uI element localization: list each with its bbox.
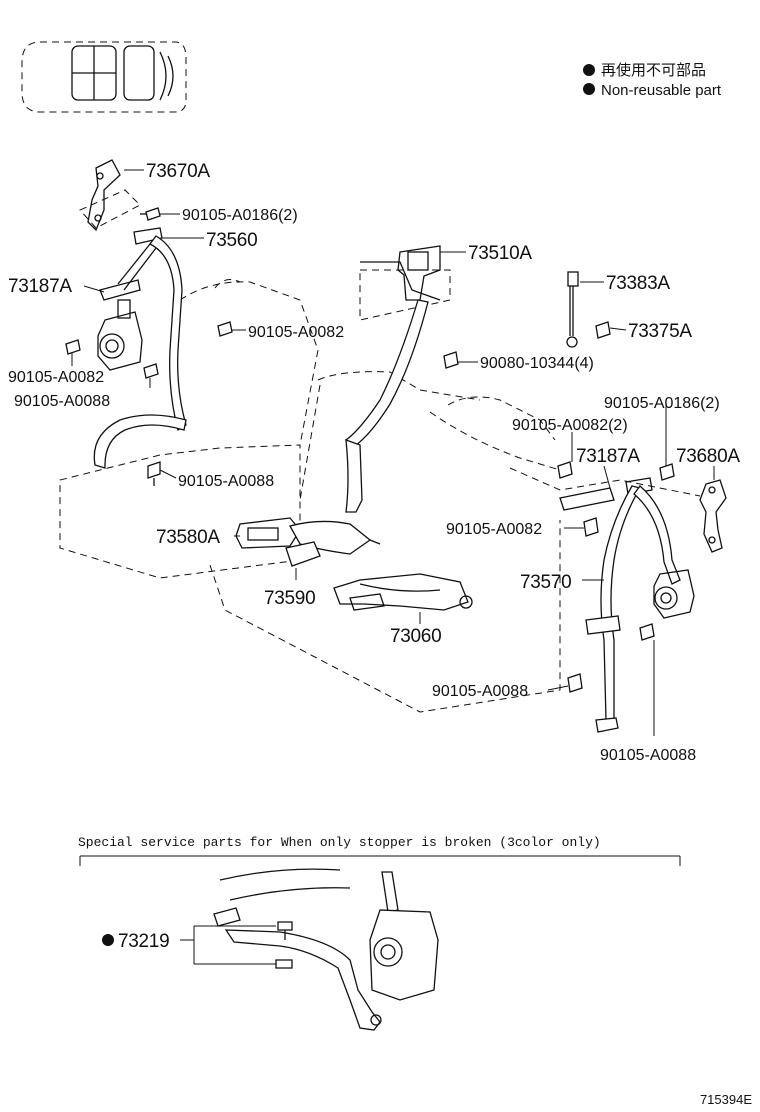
part-label: 73560 bbox=[206, 230, 257, 251]
bolt-icon bbox=[147, 461, 161, 486]
part-label: 90105-A0088 bbox=[14, 393, 110, 410]
part-label: 73187A bbox=[8, 276, 72, 297]
part-label: 90105-A0186(2) bbox=[182, 207, 298, 224]
part-label: 90105-A0082 bbox=[8, 369, 104, 386]
non-reusable-bullet-icon bbox=[102, 934, 114, 946]
bolt-icon bbox=[143, 363, 159, 379]
bolt-icon bbox=[583, 517, 599, 537]
bolt-icon bbox=[659, 463, 675, 481]
figure-reference: 715394E bbox=[700, 1092, 752, 1107]
part-label: 73219 bbox=[118, 931, 169, 952]
part-label: 90105-A0082 bbox=[248, 324, 344, 341]
bolt-icon bbox=[140, 207, 161, 221]
part-label: 90105-A0088 bbox=[432, 683, 528, 700]
part-label: 90105-A0088 bbox=[600, 747, 696, 764]
part-label: 73590 bbox=[264, 588, 315, 609]
legend: 再使用不可部品 Non-reusable part bbox=[583, 62, 722, 99]
special-service-section: Special service parts for When only stop… bbox=[78, 835, 681, 1031]
part-label: 73580A bbox=[156, 527, 220, 548]
part-label: 73060 bbox=[390, 626, 441, 647]
legend-en: Non-reusable part bbox=[601, 82, 722, 99]
bolt-icon bbox=[217, 321, 233, 337]
special-caption: Special service parts for When only stop… bbox=[78, 835, 601, 850]
part-label: 90105-A0186(2) bbox=[604, 395, 720, 412]
part-label: 73510A bbox=[468, 243, 532, 264]
part-label: 73383A bbox=[606, 273, 670, 294]
part-label: 73187A bbox=[576, 446, 640, 467]
bolt-icon bbox=[567, 673, 583, 693]
legend-jp: 再使用不可部品 bbox=[601, 62, 706, 79]
part-label: 90105-A0088 bbox=[178, 473, 274, 490]
leader-lines bbox=[71, 169, 715, 736]
center-buckle-73060 bbox=[333, 573, 473, 611]
legend-bullet-icon bbox=[583, 83, 595, 95]
right-belt-assembly bbox=[559, 477, 727, 733]
part-label: 73570 bbox=[520, 572, 571, 593]
bolt-icon bbox=[65, 339, 81, 355]
part-label: 90105-A0082(2) bbox=[512, 417, 628, 434]
part-label: 90105-A0082 bbox=[446, 521, 542, 538]
buckle-assembly bbox=[235, 517, 381, 567]
center-belt-assembly bbox=[345, 245, 459, 513]
seat-outline bbox=[59, 189, 701, 713]
bolt-icon bbox=[639, 623, 655, 641]
vehicle-icon bbox=[21, 41, 187, 113]
part-label: 90080-10344(4) bbox=[480, 355, 594, 372]
part-label: 73670A bbox=[146, 161, 210, 182]
part-label: 73680A bbox=[676, 446, 740, 467]
left-belt-assembly bbox=[87, 159, 187, 469]
bolt-icon bbox=[557, 461, 573, 479]
center-tether bbox=[566, 271, 611, 348]
legend-bullet-icon bbox=[583, 64, 595, 76]
part-label: 73375A bbox=[628, 321, 692, 342]
